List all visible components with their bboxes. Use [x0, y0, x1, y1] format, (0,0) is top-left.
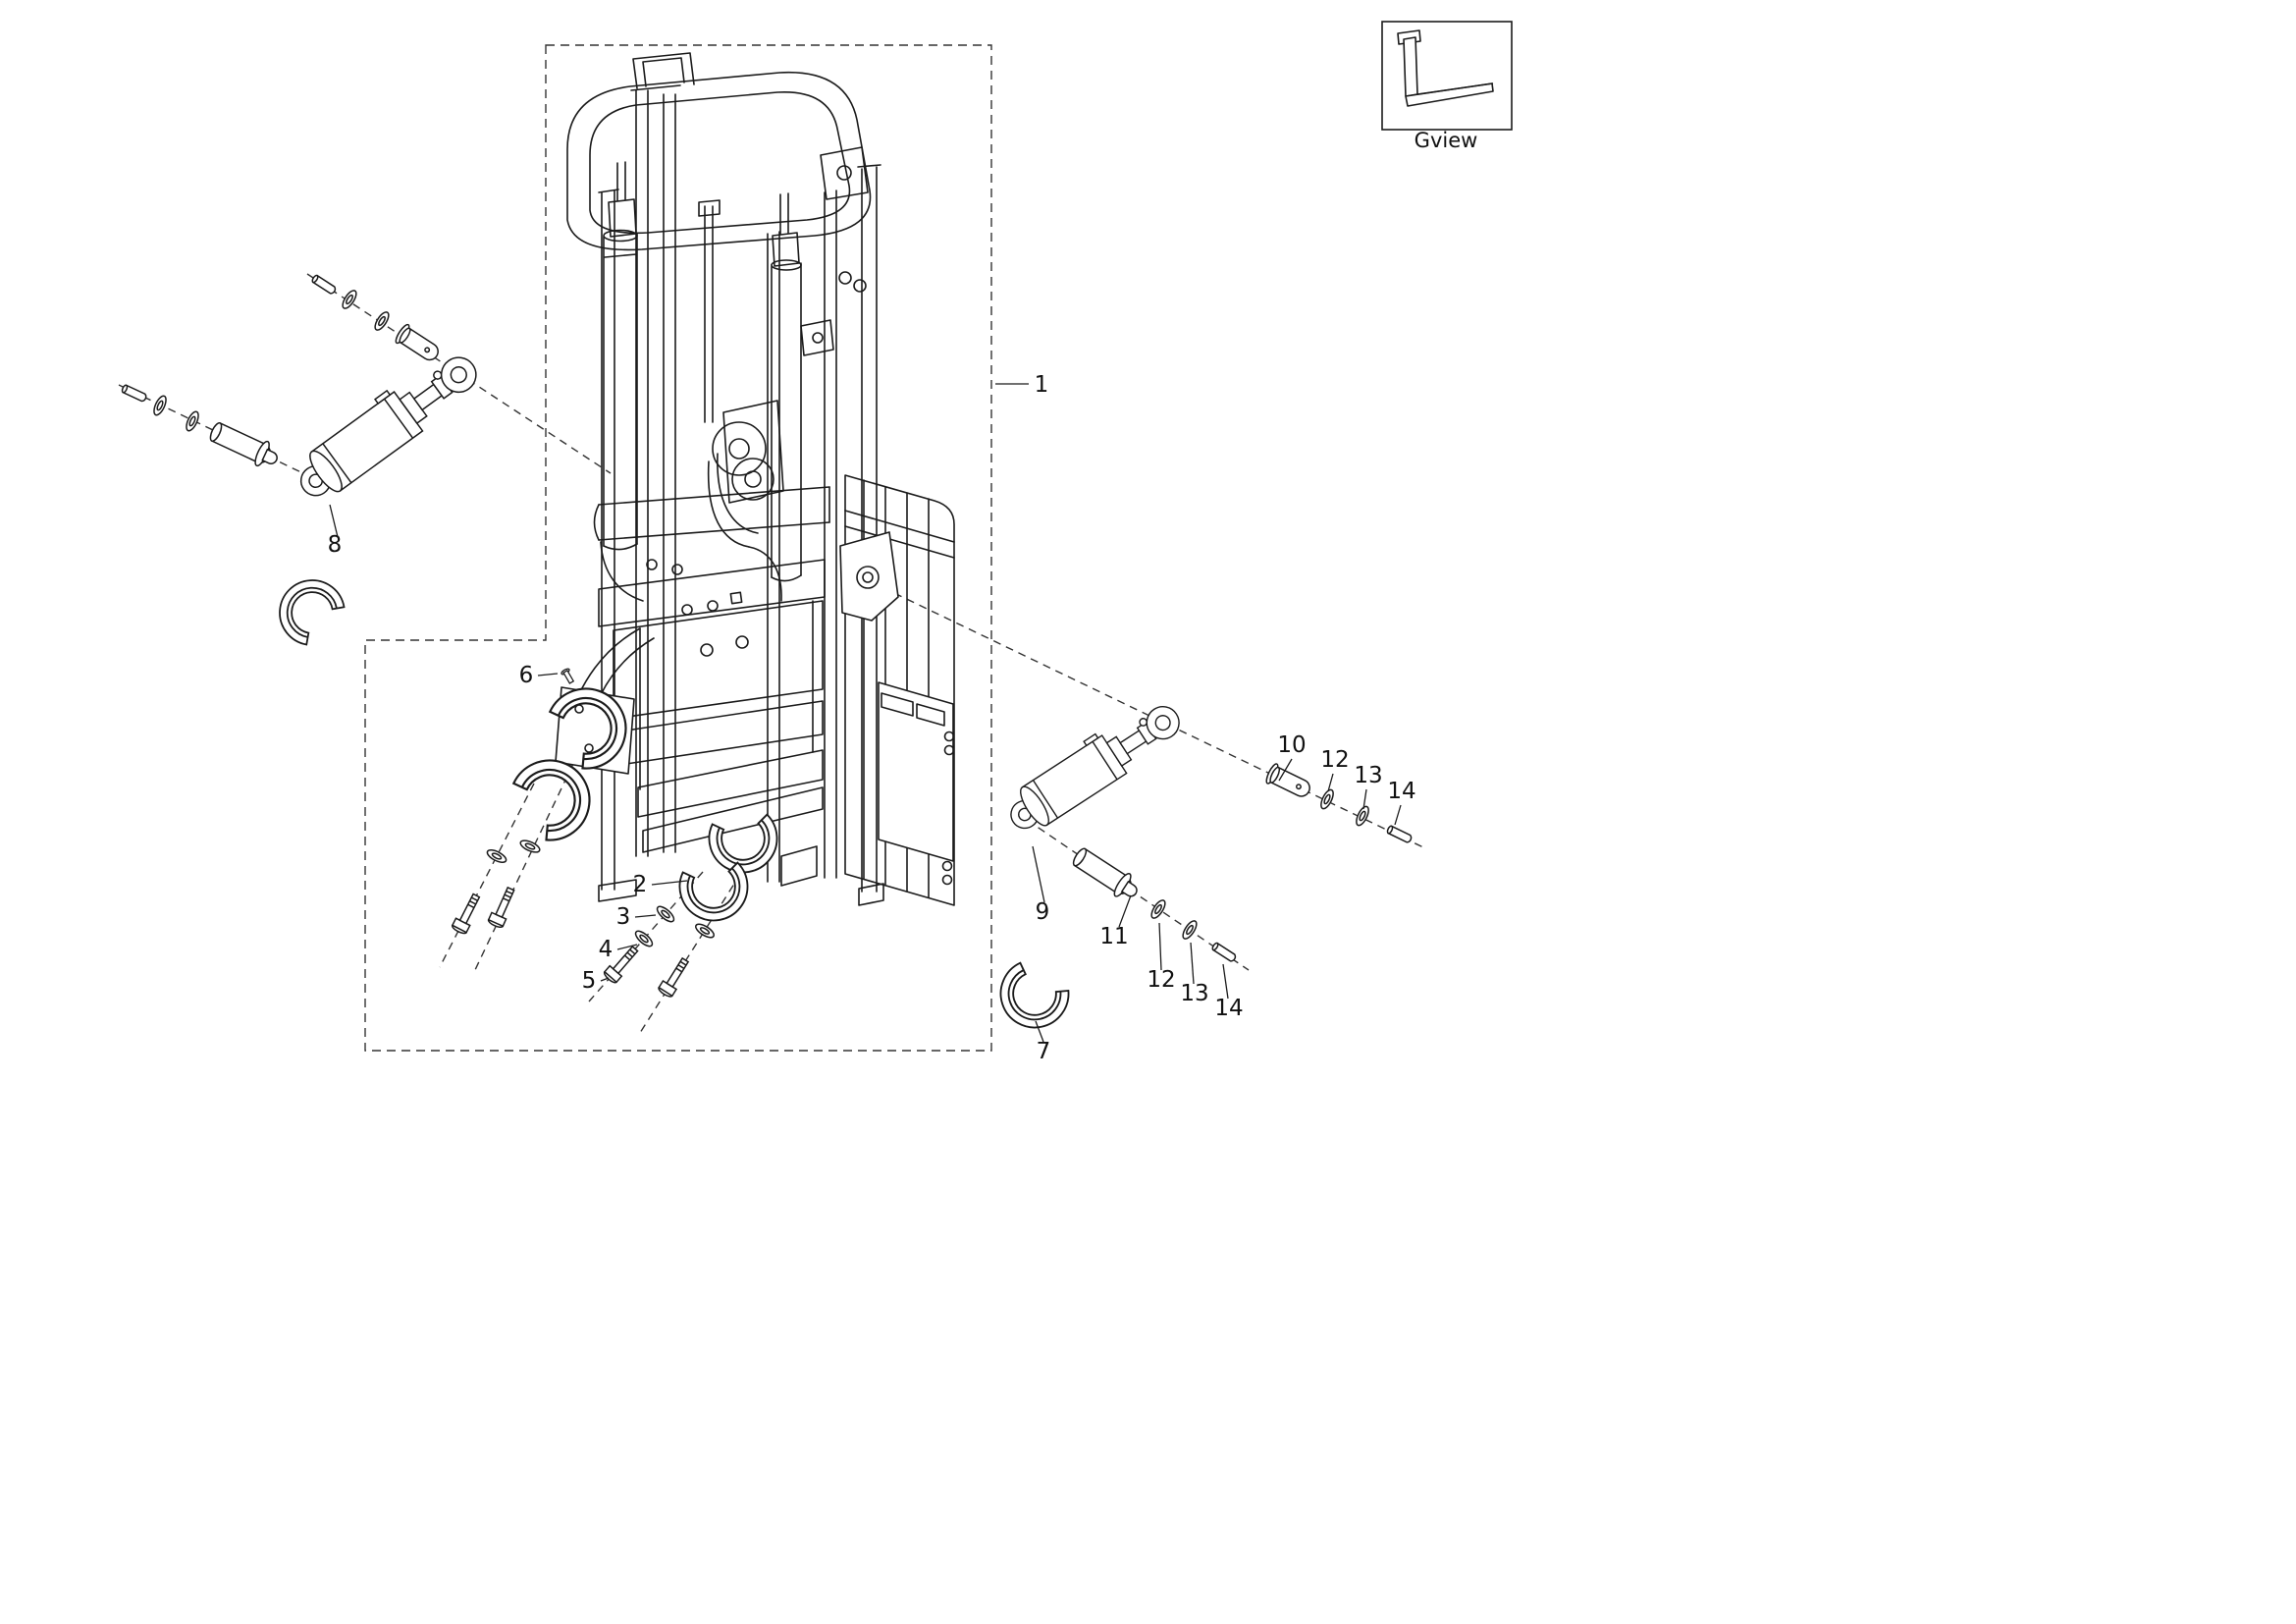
anchor-pin-icon [205, 417, 284, 473]
part-label-13b: 13 [1180, 981, 1208, 1006]
axis-base-right [1026, 819, 1250, 971]
fork-icon [1397, 29, 1494, 107]
lift-cylinder-right [771, 192, 834, 582]
part-label-12: 12 [1320, 747, 1349, 773]
tilt-cylinder-right-part9 [996, 690, 1190, 840]
washer-icon [484, 846, 509, 866]
part-label-9: 9 [1036, 899, 1050, 925]
tilt-cylinder-left [285, 340, 488, 509]
overhead-guard-outer [566, 71, 872, 251]
bolt-icon [486, 885, 519, 930]
part-label-8: 8 [328, 532, 343, 558]
part-label-1: 1 [1035, 372, 1049, 398]
axis-hook-bolt-1 [439, 783, 535, 968]
part-label-14b: 14 [1214, 996, 1243, 1021]
cotter-pin-icon [310, 273, 338, 296]
leader-lines [329, 383, 1402, 1043]
part-label-11: 11 [1099, 924, 1128, 949]
right-loop-mount [820, 146, 869, 200]
screw-icon [560, 667, 576, 685]
part-label-14: 14 [1387, 779, 1415, 804]
washer-part12 [1317, 786, 1337, 812]
tilt-mount-bracket [839, 531, 899, 622]
washer-part13 [1179, 917, 1201, 943]
exploded-hardware [120, 273, 1414, 1042]
lower-panel [878, 681, 954, 862]
washer-icon [371, 308, 393, 334]
part-label-2: 2 [633, 872, 648, 897]
top-left-bracket-inner [642, 57, 685, 87]
washer-icon [692, 920, 718, 942]
pin-part14 [1210, 941, 1238, 963]
clevis-pin-part10 [1263, 761, 1314, 802]
axis-saddle-bolt-2 [639, 861, 749, 1034]
overhead-guard-inner [589, 91, 851, 235]
saddle-clamp-part2 [675, 860, 754, 927]
mast-assembly-drawing [555, 52, 955, 906]
assembly-boundary-box [364, 44, 992, 1052]
clamp-half-left [265, 566, 349, 650]
pin-part14 [1385, 824, 1414, 844]
axis-rod-end-right [869, 580, 1426, 849]
part-label-10: 10 [1277, 732, 1306, 758]
bolt-icon [450, 891, 485, 937]
axis-base-left [118, 384, 333, 488]
top-left-bracket [632, 52, 695, 89]
bolt-icon [656, 954, 693, 1000]
part-label-5: 5 [582, 968, 597, 994]
part-label-6: 6 [519, 663, 534, 688]
washer-icon [339, 287, 360, 312]
washer-part12 [1148, 896, 1169, 922]
lift-cylinder-left [603, 161, 638, 551]
part-label-3: 3 [616, 904, 631, 930]
part-labels: 1 2 3 4 5 6 7 8 9 10 11 12 13 14 12 13 1… [328, 372, 1416, 1064]
gview-legend: Gview [1381, 21, 1513, 152]
part-label-4: 4 [599, 937, 614, 962]
part-label-12b: 12 [1147, 967, 1175, 993]
part-label-7: 7 [1037, 1039, 1051, 1064]
part-label-13: 13 [1354, 763, 1382, 788]
washer-part3 [654, 902, 677, 926]
cotter-pin-icon [120, 383, 148, 404]
washer-icon [150, 393, 170, 418]
right-loop-mount-hole [836, 165, 852, 181]
saddle-clamp-upper [705, 812, 783, 879]
washer-icon [183, 408, 202, 434]
washer-part4 [632, 927, 656, 950]
gview-label: Gview [1415, 129, 1478, 152]
washer-icon [517, 837, 543, 856]
anchor-pin-part11 [1068, 842, 1145, 906]
clamp-half-part7 [987, 958, 1075, 1042]
chain-anchor [698, 199, 721, 217]
